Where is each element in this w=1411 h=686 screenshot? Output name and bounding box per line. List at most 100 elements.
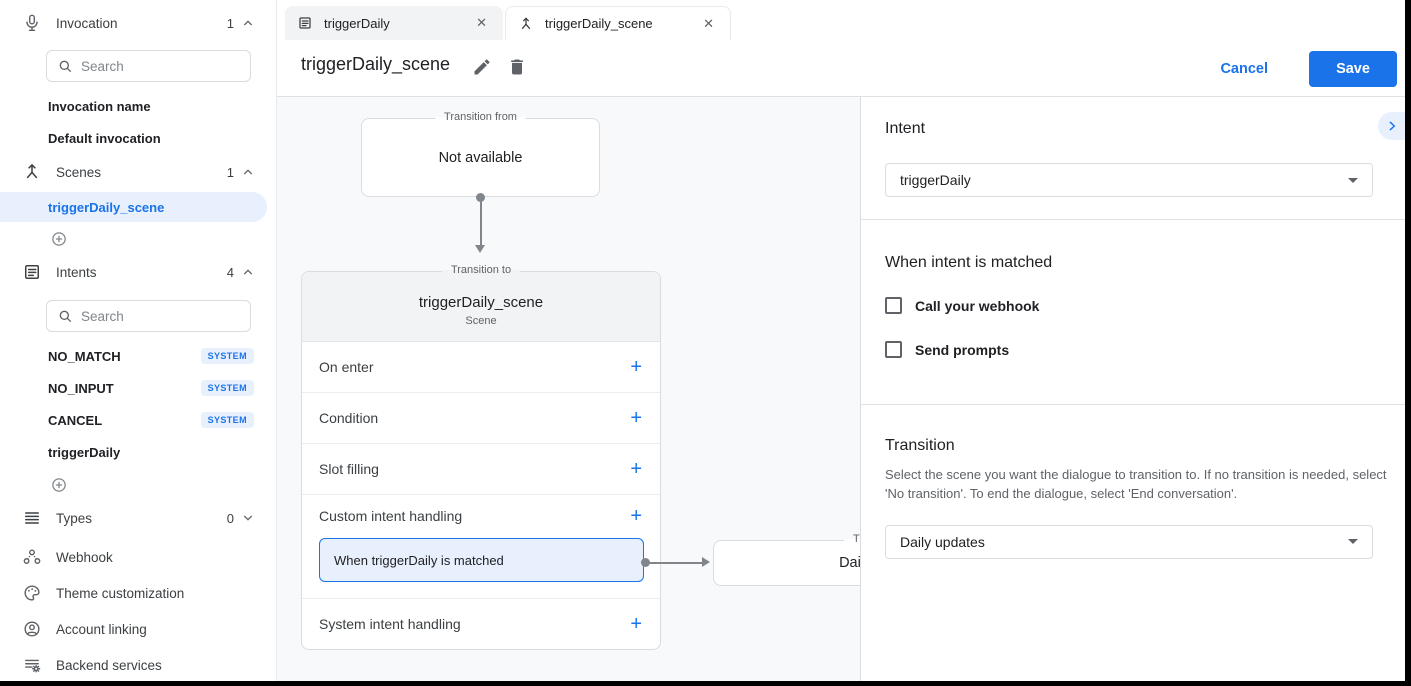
microphone-icon xyxy=(20,11,44,35)
call-webhook-option[interactable]: Call your webhook xyxy=(885,297,1381,314)
tab-triggerdaily[interactable]: triggerDaily ✕ xyxy=(285,6,503,40)
search-icon xyxy=(57,308,73,324)
checkbox[interactable] xyxy=(885,341,902,358)
arrowhead-down-icon xyxy=(475,245,485,253)
sidebar-item-account-linking[interactable]: Account linking xyxy=(0,612,276,646)
save-button[interactable]: Save xyxy=(1309,51,1397,87)
sidebar-item-triggerdaily[interactable]: triggerDaily xyxy=(0,436,276,468)
item-label: NO_MATCH xyxy=(48,348,121,364)
cancel-button[interactable]: Cancel xyxy=(1208,52,1280,86)
row-label: On enter xyxy=(319,359,374,375)
sidebar-item-theme-customization[interactable]: Theme customization xyxy=(0,576,276,610)
search-input[interactable] xyxy=(81,58,221,74)
item-label: triggerDaily_scene xyxy=(48,199,165,215)
close-icon[interactable]: ✕ xyxy=(476,15,487,30)
sidebar-section-intents[interactable]: Intents 4 xyxy=(0,257,276,287)
chevron-down-icon[interactable] xyxy=(240,510,256,526)
chevron-up-icon[interactable] xyxy=(240,15,256,31)
box-legend: Transition to xyxy=(843,533,860,545)
nav-label: Backend services xyxy=(56,657,162,673)
row-label: System intent handling xyxy=(319,616,461,632)
palette-icon xyxy=(20,581,44,605)
system-badge: SYSTEM xyxy=(200,380,254,396)
delete-trash-icon[interactable] xyxy=(507,57,529,79)
types-lines-icon xyxy=(20,506,44,530)
scene-card-subtitle: Scene xyxy=(465,315,497,327)
chevron-up-icon[interactable] xyxy=(240,264,256,280)
box-legend: Transition to xyxy=(441,264,521,276)
section-label: Types xyxy=(56,510,93,526)
sidebar-section-types[interactable]: Types 0 xyxy=(0,503,276,533)
system-badge: SYSTEM xyxy=(200,412,254,428)
add-intent-button[interactable] xyxy=(50,476,68,494)
close-icon[interactable]: ✕ xyxy=(703,15,714,31)
caret-down-icon xyxy=(1348,177,1358,183)
intents-list-icon xyxy=(20,260,44,284)
transition-heading: Transition xyxy=(885,437,955,454)
sidebar-item-default-invocation[interactable]: Default invocation xyxy=(0,122,276,154)
tab-label: triggerDaily_scene xyxy=(545,16,653,31)
sidebar-item-no-input[interactable]: NO_INPUT SYSTEM xyxy=(0,372,276,404)
arrowhead-right-icon xyxy=(702,557,710,567)
intent-dropdown[interactable]: triggerDaily xyxy=(885,163,1373,197)
intent-editor-panel: Intent triggerDaily When intent is match… xyxy=(860,97,1405,681)
search-icon xyxy=(57,58,73,74)
scene-card-title: triggerDaily_scene xyxy=(418,294,544,311)
sidebar-section-scenes[interactable]: Scenes 1 xyxy=(0,157,276,187)
matched-heading: When intent is matched xyxy=(885,254,1053,271)
intent-handler-when-triggerdaily-matched[interactable]: When triggerDaily is matched xyxy=(319,538,644,582)
edit-pencil-icon[interactable] xyxy=(472,57,494,79)
item-label: NO_INPUT xyxy=(48,380,114,396)
search-input[interactable] xyxy=(81,308,221,324)
collapse-panel-button[interactable] xyxy=(1378,112,1405,140)
section-count: 1 xyxy=(226,164,234,180)
sidebar: Invocation 1 Invocation name Default inv… xyxy=(0,0,277,681)
sidebar-item-no-match[interactable]: NO_MATCH SYSTEM xyxy=(0,340,276,372)
chevron-up-icon[interactable] xyxy=(240,164,256,180)
transition-from-box: Transition from Not available xyxy=(361,111,600,197)
connector-dot xyxy=(476,193,485,202)
transition-dropdown[interactable]: Daily updates xyxy=(885,524,1373,559)
sidebar-section-invocation[interactable]: Invocation 1 xyxy=(0,8,276,38)
sidebar-item-backend-services[interactable]: Backend services xyxy=(0,648,276,681)
sidebar-item-webhook[interactable]: Webhook xyxy=(0,540,276,574)
transition-to-scene-card: Transition to triggerDaily_scene Scene O… xyxy=(301,264,661,650)
tab-triggerdaily-scene[interactable]: triggerDaily_scene ✕ xyxy=(505,6,731,40)
when-intent-matched-section: When intent is matched Call your webhook… xyxy=(861,220,1405,405)
webhook-icon xyxy=(20,545,44,569)
row-label: Condition xyxy=(319,410,379,426)
send-prompts-option[interactable]: Send prompts xyxy=(885,341,1381,358)
scene-card-header: triggerDaily_scene Scene xyxy=(302,272,660,341)
target-scene-value: Daily updates xyxy=(839,555,860,571)
scene-row-slot-filling: Slot filling + xyxy=(302,443,660,494)
scene-row-system-intent-handling: System intent handling + xyxy=(302,598,660,649)
transition-target-box[interactable]: Transition to Daily updates xyxy=(713,533,860,586)
intents-search[interactable] xyxy=(46,300,251,332)
item-label: Default invocation xyxy=(48,130,161,146)
add-icon[interactable]: + xyxy=(630,407,642,429)
section-label: Scenes xyxy=(56,164,102,180)
scene-flow-canvas[interactable]: Transition from Not available Transition… xyxy=(277,97,860,681)
sidebar-item-triggerdaily-scene[interactable]: triggerDaily_scene xyxy=(0,192,267,222)
section-count: 0 xyxy=(226,510,234,526)
invocation-search[interactable] xyxy=(46,50,251,82)
scene-merge-icon xyxy=(518,15,536,33)
caret-down-icon xyxy=(1348,539,1358,545)
add-icon[interactable]: + xyxy=(630,458,642,480)
sidebar-item-invocation-name[interactable]: Invocation name xyxy=(0,90,276,122)
nav-label: Webhook xyxy=(56,549,113,565)
sidebar-item-cancel[interactable]: CANCEL SYSTEM xyxy=(0,404,276,436)
scene-row-custom-intent-handling: Custom intent handling + xyxy=(302,494,660,536)
checkbox[interactable] xyxy=(885,297,902,314)
dropdown-value: Daily updates xyxy=(900,533,985,550)
intent-section: Intent triggerDaily xyxy=(861,97,1405,220)
add-icon[interactable]: + xyxy=(630,356,642,378)
transition-section: Transition Select the scene you want the… xyxy=(861,405,1405,559)
tab-strip: triggerDaily ✕ triggerDaily_scene ✕ xyxy=(277,0,1405,40)
connector-line xyxy=(648,562,704,564)
add-scene-button[interactable] xyxy=(50,230,68,248)
box-legend: Transition from xyxy=(435,111,526,123)
add-icon[interactable]: + xyxy=(630,613,642,635)
system-badge: SYSTEM xyxy=(200,348,254,364)
add-icon[interactable]: + xyxy=(630,504,642,527)
